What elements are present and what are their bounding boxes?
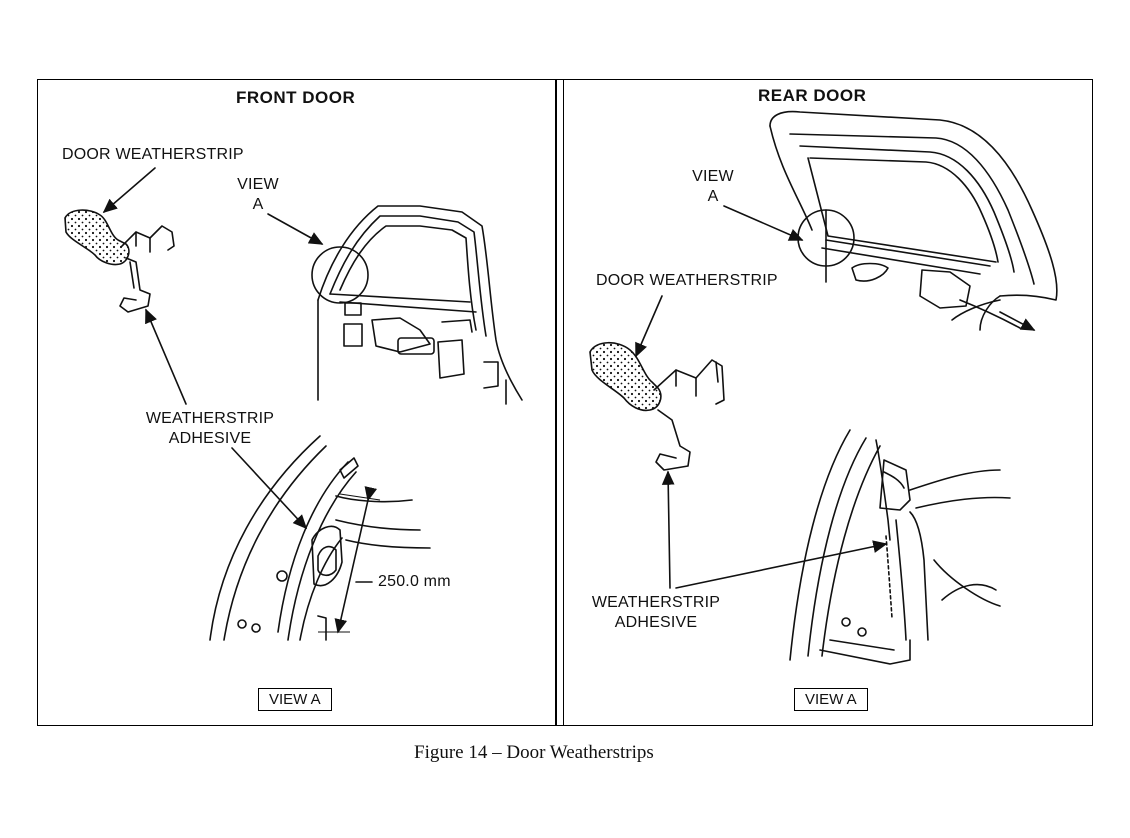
front-view-a-pointer-line2: A	[252, 196, 264, 213]
rear-view-a-box: VIEW A	[794, 688, 868, 711]
rear-adhesive-label-line2: ADHESIVE	[614, 614, 698, 631]
panel-divider-inner	[563, 79, 564, 726]
front-view-a-box: VIEW A	[258, 688, 332, 711]
front-door-title: FRONT DOOR	[236, 88, 356, 107]
rear-view-a-pointer-line1: VIEW	[692, 168, 734, 185]
front-adhesive-label-line1: WEATHERSTRIP	[145, 410, 275, 427]
rear-weatherstrip-section	[589, 341, 725, 471]
figure-caption: Figure 14 – Door Weatherstrips	[414, 742, 654, 763]
rear-door-title: REAR DOOR	[758, 86, 867, 105]
rear-door-weatherstrip-label: DOOR WEATHERSTRIP	[596, 272, 778, 289]
front-weatherstrip-section	[64, 209, 175, 313]
front-view-a-pointer-line1: VIEW	[237, 176, 279, 193]
front-door-weatherstrip-label: DOOR WEATHERSTRIP	[62, 146, 244, 163]
rear-view-a-pointer-line2: A	[707, 188, 719, 205]
rear-door-body	[769, 110, 1058, 331]
front-adhesive-label-line2: ADHESIVE	[168, 430, 252, 447]
rear-adhesive-label-line1: WEATHERSTRIP	[591, 594, 721, 611]
rear-view-a-detail	[789, 429, 1011, 665]
figure-frame	[37, 79, 1093, 726]
panel-divider	[555, 79, 557, 726]
front-view-a-detail	[209, 435, 431, 641]
front-dimension-label: 250.0 mm	[378, 573, 451, 590]
front-door-body	[311, 205, 523, 405]
